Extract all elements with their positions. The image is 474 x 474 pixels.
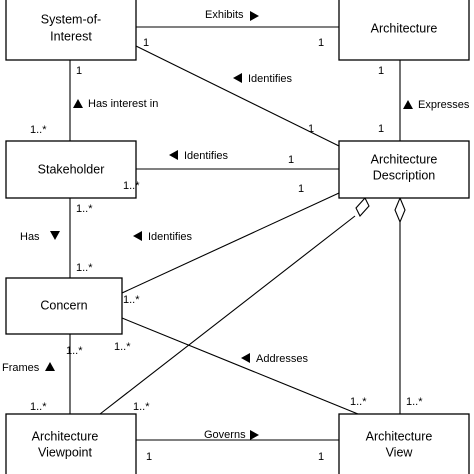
multiplicity: 1..* [133, 401, 150, 413]
box-label-line: Interest [50, 29, 92, 43]
relation-label-identifies: Identifies [248, 73, 293, 85]
box-label-line: Stakeholder [38, 162, 105, 176]
box-label-line: Architecture [371, 152, 438, 166]
edges [69, 26, 401, 441]
direction-arrow-up-icon [45, 362, 55, 371]
multiplicity: 1 [143, 37, 149, 49]
multiplicity: 1 [378, 65, 384, 77]
multiplicity: 1 [288, 154, 294, 166]
box-label-line: View [386, 445, 414, 459]
soi-identifies-edge [135, 45, 340, 147]
multiplicity: 1..* [114, 341, 131, 353]
box-label-line: Architecture [371, 21, 438, 35]
multiplicity: 1..* [76, 262, 93, 274]
direction-arrow-up-icon [403, 100, 413, 109]
multiplicity: 1 [318, 451, 324, 463]
box-label-line: Concern [40, 298, 87, 312]
direction-arrow-right-icon [250, 430, 259, 440]
relation-label-identifies: Identifies [148, 231, 193, 243]
multiplicity: 1 [318, 37, 324, 49]
direction-arrow-up-icon [73, 99, 83, 108]
viewpoint-aggregation-edge [99, 215, 356, 415]
relation-label-exhibits: Exhibits [205, 9, 244, 21]
multiplicity: 1..* [30, 124, 47, 136]
multiplicity: 1..* [66, 345, 83, 357]
direction-arrow-left-icon [169, 150, 178, 160]
box-stakeholder: Stakeholder [5, 140, 137, 199]
ad-identifies-concern-edge [121, 192, 340, 294]
relation-label-addresses: Addresses [256, 353, 308, 365]
box-label-line: Viewpoint [38, 445, 93, 459]
box-system-of-interest: System-of- Interest [5, 0, 137, 61]
relation-label-governs: Governs [204, 429, 246, 441]
direction-arrow-left-icon [133, 231, 142, 241]
box-architecture-description: Architecture Description [338, 140, 470, 199]
multiplicity: 1 [308, 123, 314, 135]
multiplicity: 1 [76, 65, 82, 77]
addresses-edge [121, 317, 359, 415]
box-architecture-viewpoint: Architecture Viewpoint [5, 413, 137, 474]
box-label-line: Architecture [366, 429, 433, 443]
viewpoint-aggregation-diamond [355, 197, 370, 217]
box-architecture-view: Architecture View [338, 413, 470, 474]
relation-label-identifies: Identifies [184, 150, 229, 162]
direction-arrow-down-icon [50, 231, 60, 240]
relation-label-has-interest-in: Has interest in [88, 98, 158, 110]
box-label-line: Architecture [32, 429, 99, 443]
relation-label-has: Has [20, 231, 40, 243]
box-concern: Concern [5, 277, 123, 335]
relation-label-expresses: Expresses [418, 99, 470, 111]
multiplicity: 1..* [123, 294, 140, 306]
relation-label-frames: Frames [2, 362, 40, 374]
multiplicity: 1..* [123, 180, 140, 192]
multiplicity: 1..* [30, 401, 47, 413]
box-architecture: Architecture [338, 0, 470, 61]
multiplicity: 1 [298, 183, 304, 195]
multiplicity: 1 [378, 123, 384, 135]
box-label-line: Description [373, 168, 436, 182]
direction-arrow-right-icon [250, 11, 259, 21]
box-label-line: System-of- [41, 12, 101, 26]
multiplicity: 1 [146, 451, 152, 463]
direction-arrow-left-icon [233, 73, 242, 83]
direction-arrow-left-icon [241, 353, 250, 363]
multiplicity: 1..* [76, 203, 93, 215]
multiplicity: 1..* [350, 396, 367, 408]
view-aggregation-diamond [394, 196, 406, 224]
multiplicity: 1..* [406, 396, 423, 408]
